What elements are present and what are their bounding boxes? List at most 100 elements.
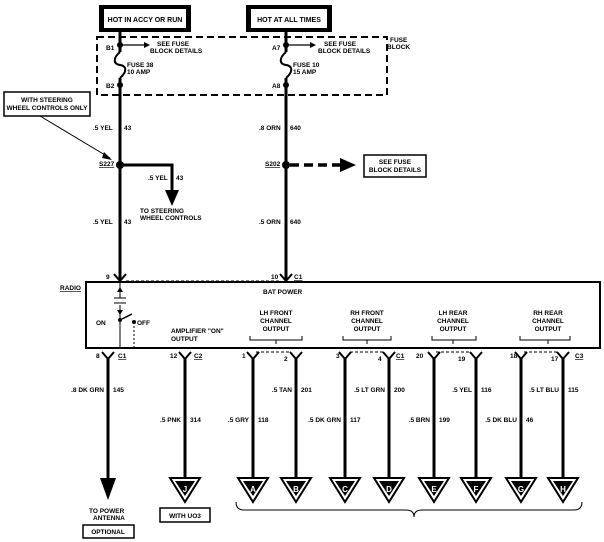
rh-rear-label: RH REAR CHANNEL OUTPUT xyxy=(519,310,571,344)
connector-pin-chevron xyxy=(338,351,352,361)
connector-c1-top: C1 xyxy=(294,274,303,281)
pin-1-label: 1 xyxy=(242,353,246,360)
source-label-all-times: HOT AT ALL TIMES xyxy=(257,17,321,24)
amp-on-label: AMPLIFIER "ON" xyxy=(171,328,224,335)
pin-b1-label: B1 xyxy=(106,45,115,52)
connector-pin-chevron xyxy=(246,351,260,361)
connector-pin-chevron xyxy=(382,351,396,361)
see-fuse-details-right-2: BLOCK DETAILS xyxy=(318,48,371,55)
arrow-to-steering xyxy=(165,190,179,206)
pin-18-label: 18 xyxy=(510,353,518,360)
wire-label-yel-top: .5 YEL xyxy=(93,125,113,132)
steering-note-line2: WHEEL CONTROLS ONLY xyxy=(7,105,89,112)
rh-front-line3: OUTPUT xyxy=(354,326,381,333)
rh-front-line1: RH FRONT xyxy=(350,310,384,317)
fuse-10-symbol xyxy=(279,51,293,79)
fuse-block-outline xyxy=(96,36,388,96)
amp-on-label-2: OUTPUT xyxy=(171,336,198,343)
wire-label-orn-bottom: .5 ORN xyxy=(259,219,281,226)
circuit-640-top: 640 xyxy=(290,125,301,132)
rh-rear-line2: CHANNEL xyxy=(532,318,564,325)
terminal-b2 xyxy=(117,82,123,88)
with-uo3-box: WITH UO3 xyxy=(159,507,211,523)
see-fuse-details-left: SEE FUSE xyxy=(157,41,190,48)
lh-front-line2: CHANNEL xyxy=(260,318,292,325)
connector-c1-bottom-b: C1 xyxy=(396,353,405,360)
wire-circuit-label: 46 xyxy=(526,417,534,424)
arrow-s202 xyxy=(340,158,356,172)
steering-target-line1: TO STEERING xyxy=(140,208,184,215)
pin-8-label: 8 xyxy=(96,353,100,360)
harness-connector-fill xyxy=(175,481,195,496)
rh-rear-line1: RH REAR xyxy=(533,310,563,317)
wire-size-label: .5 LT BLU xyxy=(529,387,559,394)
pin-4-label: 4 xyxy=(378,356,382,363)
connector-letter: A xyxy=(250,485,256,494)
see-fuse-details-right: SEE FUSE xyxy=(324,41,357,48)
radio-label: RADIO xyxy=(60,285,81,292)
source-box-all-times: HOT AT ALL TIMES xyxy=(246,5,332,32)
connector-pin-chevron xyxy=(101,351,115,361)
optional-label: OPTIONAL xyxy=(91,529,125,536)
pin-b2-label: B2 xyxy=(106,83,115,90)
steering-target-line2: WHEEL CONTROLS xyxy=(140,215,202,222)
lh-rear-line1: LH REAR xyxy=(439,310,468,317)
radio-switch xyxy=(119,313,133,321)
wire-size-label: .5 GRY xyxy=(228,417,250,424)
harness-connector-fill xyxy=(424,481,444,496)
connector-c1-bottom-a: C1 xyxy=(118,353,127,360)
source-box-accy-run: HOT IN ACCY OR RUN xyxy=(99,5,191,32)
lh-rear-line3: OUTPUT xyxy=(440,326,467,333)
circuit-640-bottom: 640 xyxy=(290,219,301,226)
steering-note-leader xyxy=(39,115,111,159)
pin-19-label: 19 xyxy=(458,356,466,363)
switch-on-label: ON xyxy=(96,320,106,327)
wire-circuit-label: 117 xyxy=(350,417,361,424)
connector-letter: H xyxy=(560,485,566,494)
connector-letter: B xyxy=(293,485,299,494)
wire-size-label: .5 DK BLU xyxy=(485,417,517,424)
connector-pin-chevron xyxy=(469,351,483,361)
pin-17-label: 17 xyxy=(551,356,559,363)
steering-note-box: WITH STEERING WHEEL CONTROLS ONLY xyxy=(3,91,91,117)
splice-s202-label: S202 xyxy=(265,161,281,168)
wire-size-label: .5 YEL xyxy=(452,387,472,394)
see-fuse-details-left-2: BLOCK DETAILS xyxy=(150,48,203,55)
source-label-accy-run: HOT IN ACCY OR RUN xyxy=(108,17,183,24)
harness-connector-fill xyxy=(286,481,306,496)
pin-2-label: 2 xyxy=(284,356,288,363)
lh-front-line1: LH FRONT xyxy=(260,310,293,317)
connector-letter: C xyxy=(342,485,348,494)
wire-size-label: .8 DK GRN xyxy=(71,387,104,394)
s202-note-line2: BLOCK DETAILS xyxy=(369,167,422,174)
terminal-a8 xyxy=(283,82,289,88)
splice-s227-label: S227 xyxy=(99,161,115,168)
pin-9-label: 9 xyxy=(106,274,110,281)
wire-circuit-label: 116 xyxy=(481,387,492,394)
switch-arrows xyxy=(114,297,126,304)
fuse-38-symbol xyxy=(113,51,127,79)
wire-circuit-label: 145 xyxy=(113,387,124,394)
antenna-label-line1: TO POWER xyxy=(89,508,125,515)
antenna-label-line2: ANTENNA xyxy=(93,515,125,522)
fuse-block-label: FUSE xyxy=(390,37,408,44)
wire-size-label: .5 TAN xyxy=(272,387,292,394)
wire-circuit-label: 201 xyxy=(301,387,312,394)
rh-front-label: RH FRONT CHANNEL OUTPUT xyxy=(342,310,392,344)
wire-circuit-label: 199 xyxy=(439,417,450,424)
connector-letter: D xyxy=(386,485,392,494)
connector-pin-chevron xyxy=(289,351,303,361)
circuit-43-branch: 43 xyxy=(176,175,184,182)
rh-rear-line3: OUTPUT xyxy=(535,326,562,333)
rh-front-line2: CHANNEL xyxy=(351,318,383,325)
connector-c3: C3 xyxy=(575,353,584,360)
lh-front-label: LH FRONT CHANNEL OUTPUT xyxy=(249,310,303,344)
connector-pin-chevron xyxy=(178,351,192,361)
connector-c2: C2 xyxy=(194,353,203,360)
connector-letter: F xyxy=(474,485,479,494)
harness-connector-fill xyxy=(243,481,263,496)
lh-rear-label: LH REAR CHANNEL OUTPUT xyxy=(431,310,477,344)
